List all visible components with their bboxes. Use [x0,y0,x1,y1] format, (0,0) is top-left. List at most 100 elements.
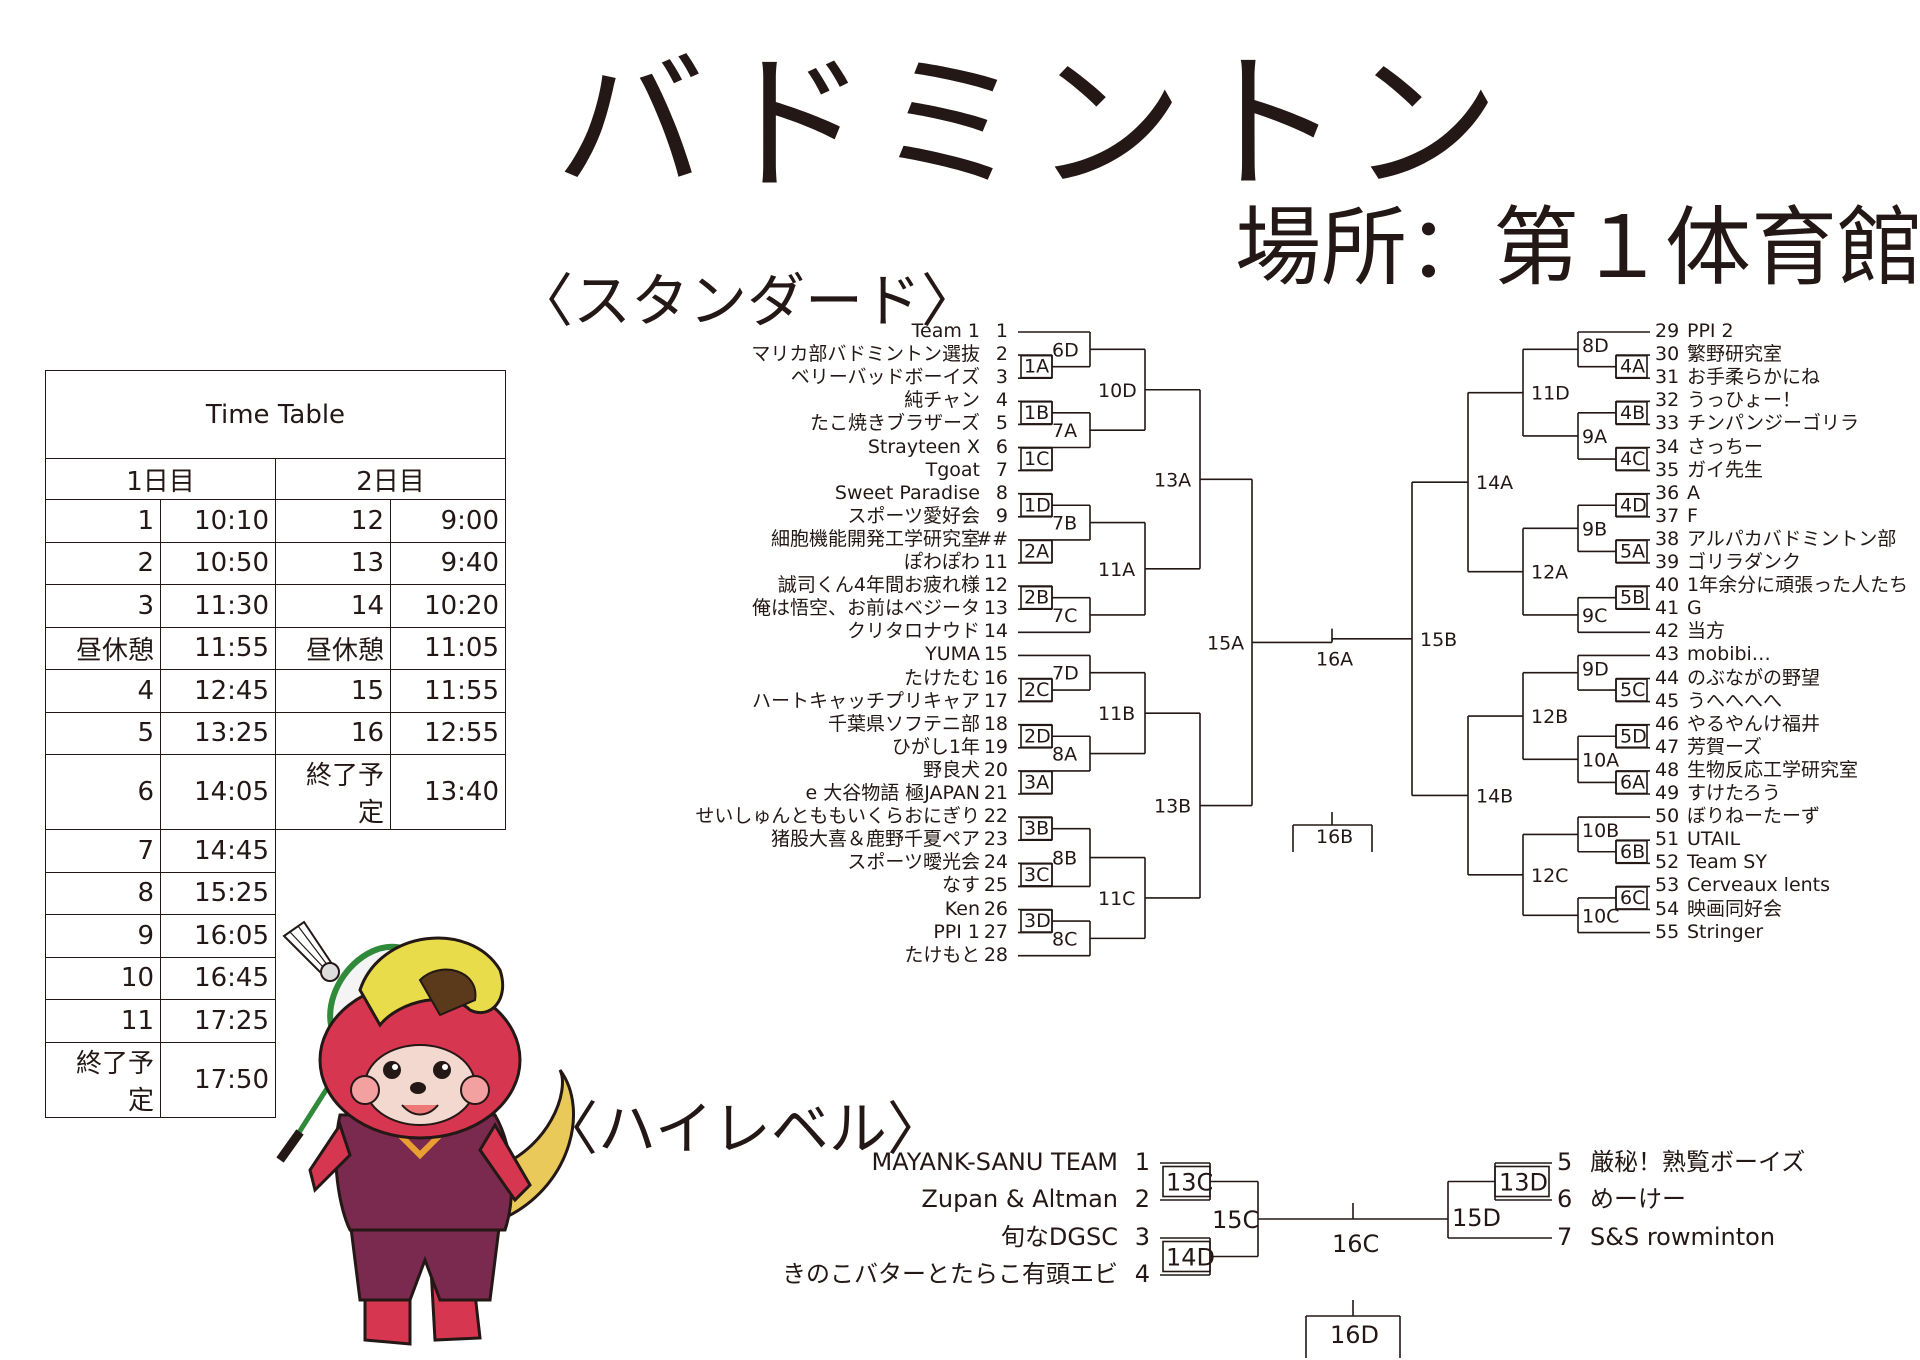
seed-number: 27 [983,920,1008,943]
match-label-7A: 7A [1052,420,1077,442]
team-name: 猪股大喜＆鹿野千夏ペア [770,828,980,851]
slot-time: 10:10 [160,499,276,543]
team-name: たけもと [904,943,980,966]
seed-number: 24 [983,851,1008,874]
seed-number: 37 [1655,504,1680,527]
match-label-3B: 3B [1024,818,1049,840]
match-label-2C: 2C [1024,679,1049,701]
match-label-6C: 6C [1620,887,1645,909]
slot-time: 11:55 [160,626,276,670]
team-name: ガイ先生 [1687,458,1764,481]
match-label-6B: 6B [1620,841,1645,863]
team-name: きのこバターとたらこ有頭エビ [782,1260,1118,1288]
slot-time: 11:55 [390,669,506,713]
match-label-7B: 7B [1052,513,1077,535]
seed-number: 48 [1655,758,1680,781]
match-label-10C: 10C [1582,905,1619,927]
slot-label: 9 [45,914,161,958]
match-label-1C: 1C [1024,448,1049,470]
team-name: 映画同好会 [1687,897,1783,920]
match-label-4D: 4D [1620,494,1647,516]
seed-number: 4 [1134,1260,1150,1288]
match-label-14A: 14A [1476,472,1513,494]
team-name: せいしゅんとももいくらおにぎり [695,805,980,828]
slot-time: 17:50 [160,1041,276,1118]
team-name: Tgoat [925,458,980,481]
seed-number: 7 [1557,1223,1573,1251]
match-label-16A: 16A [1316,649,1353,671]
match-label-6A: 6A [1620,771,1645,793]
match-label-5C: 5C [1620,679,1645,701]
slot-time: 10:50 [160,541,276,585]
team-name: めーけー [1590,1185,1686,1213]
team-name: 誠司くん4年間お疲れ様 [777,574,980,597]
seed-number: 6 [995,435,1008,458]
match-label-15A: 15A [1207,632,1244,654]
match-label-16C: 16C [1332,1230,1379,1258]
slot-time: 16:05 [160,914,276,958]
team-name: アルパカバドミントン部 [1687,527,1897,550]
seed-number: 38 [1655,527,1680,550]
venue-label: 場所：第１体育館 [1235,198,1920,298]
match-label-7C: 7C [1052,605,1077,627]
match-label-10D: 10D [1098,380,1137,402]
seed-number: ## [976,527,1008,550]
seed-number: 28 [983,943,1008,966]
seed-number: 55 [1655,920,1680,943]
team-name: Team SY [1687,851,1767,874]
seed-number: 40 [1655,574,1680,597]
seed-number: 22 [983,805,1008,828]
seed-number: 3 [1134,1223,1150,1251]
seed-number: 42 [1655,620,1680,643]
seed-number: 51 [1655,828,1680,851]
seed-number: 35 [1655,458,1680,481]
match-label-4C: 4C [1620,448,1645,470]
seed-number: 2 [1134,1185,1150,1213]
slot-time: 14:45 [160,829,276,873]
slot-label: 終了予定 [275,754,391,830]
seed-number: 52 [1655,851,1680,874]
team-name: やるやんけ福井 [1687,712,1821,735]
slot-label: 12 [275,499,391,543]
match-label-16D: 16D [1330,1321,1379,1349]
match-label-3C: 3C [1024,864,1049,886]
match-label-2B: 2B [1024,587,1049,609]
team-name: お手柔らかにね [1687,366,1821,389]
team-name: UTAIL [1687,828,1741,851]
team-name: 千葉県ソフテニ部 [827,712,980,735]
slot-time: 16:45 [160,956,276,1000]
seed-number: 26 [983,897,1008,920]
team-name: 野良犬 [922,758,980,781]
team-name: Cerveaux lents [1687,874,1831,897]
seed-number: 23 [983,828,1008,851]
match-label-12A: 12A [1531,562,1568,584]
day2-header: 2日目 [275,458,506,500]
team-name: ハートキャッチプリキャア [751,689,980,712]
slot-time: 13:40 [390,754,506,830]
team-name: e 大谷物語 極JAPAN [805,782,981,804]
team-name: MAYANK-SANU TEAM [871,1148,1118,1176]
match-label-11D: 11D [1531,383,1570,405]
seed-number: 16 [983,666,1008,689]
seed-number: 29 [1655,320,1680,342]
slot-time: 11:05 [390,626,506,670]
match-label-1A: 1A [1024,356,1049,378]
match-label-15B: 15B [1420,629,1457,651]
seed-number: 46 [1655,712,1680,735]
slot-label: 昼休憩 [275,626,391,670]
match-label-13C: 13C [1166,1169,1213,1197]
match-label-16B: 16B [1316,826,1353,848]
match-label-13B: 13B [1154,796,1191,818]
team-name: Sweet Paradise [834,481,980,504]
seed-number: 12 [983,574,1008,597]
match-label-3D: 3D [1024,910,1051,932]
match-label-14B: 14B [1476,785,1513,807]
team-name: なす [941,874,980,897]
team-name: うっひょー！ [1687,389,1802,412]
match-label-9C: 9C [1582,605,1607,627]
team-name: マリカ部バドミントン選抜 [751,343,980,366]
match-label-11B: 11B [1098,703,1135,725]
